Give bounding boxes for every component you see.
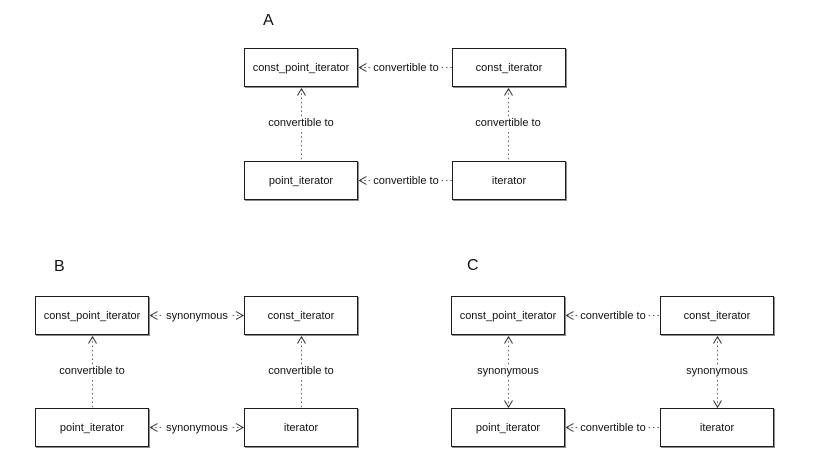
- arrowhead-up-icon: [713, 335, 722, 344]
- connector-b-bottom-label: synonymous: [163, 422, 231, 434]
- arrowhead-down-icon: [504, 400, 513, 409]
- connector-b-left-label: convertible to: [56, 365, 128, 377]
- node-label: const_point_iterator: [43, 309, 141, 322]
- connector-b-top-label: synonymous: [163, 310, 231, 322]
- arrowhead-up-icon: [88, 335, 97, 344]
- arrowhead-up-icon: [297, 335, 306, 344]
- diagram-b-title: B: [54, 258, 65, 275]
- node-label: point_iterator: [475, 421, 541, 434]
- node-iterator: iterator: [660, 408, 774, 447]
- arrowhead-left-icon: [149, 423, 158, 432]
- node-const-point-iterator: const_point_iterator: [244, 48, 358, 87]
- connector-c-left-label: synonymous: [474, 365, 542, 377]
- node-label: iterator: [699, 421, 735, 434]
- node-const-point-iterator: const_point_iterator: [451, 296, 565, 335]
- diagram-a-title: A: [263, 12, 274, 29]
- node-point-iterator: point_iterator: [451, 408, 565, 447]
- node-iterator: iterator: [452, 161, 566, 200]
- arrowhead-down-icon: [713, 400, 722, 409]
- connector-a-top-label: convertible to: [370, 62, 442, 74]
- node-iterator: iterator: [244, 408, 358, 447]
- arrowhead-left-icon: [565, 311, 574, 320]
- connector-a-left-label: convertible to: [265, 117, 337, 129]
- arrowhead-right-icon: [235, 311, 245, 320]
- node-point-iterator: point_iterator: [244, 161, 358, 200]
- node-label: const_iterator: [683, 309, 751, 322]
- arrowhead-right-icon: [235, 423, 245, 432]
- arrowhead-left-icon: [565, 423, 574, 432]
- arrowhead-up-icon: [504, 87, 513, 96]
- node-label: point_iterator: [59, 421, 125, 434]
- diagram-b-arrowheads: [88, 311, 306, 432]
- node-label: iterator: [491, 174, 527, 187]
- arrowhead-up-icon: [504, 335, 513, 344]
- diagram-c-arrowheads: [504, 311, 722, 432]
- node-const-iterator: const_iterator: [452, 48, 566, 87]
- diagram-c-title: C: [467, 257, 479, 274]
- connector-c-bottom-label: convertible to: [577, 422, 649, 434]
- node-const-point-iterator: const_point_iterator: [35, 296, 149, 335]
- connector-c-right-label: synonymous: [683, 365, 751, 377]
- connector-a-bottom-label: convertible to: [370, 175, 442, 187]
- arrowhead-up-icon: [297, 87, 306, 96]
- node-label: const_iterator: [267, 309, 335, 322]
- node-label: const_iterator: [475, 61, 543, 74]
- node-point-iterator: point_iterator: [35, 408, 149, 447]
- diagram-a-arrowheads: [297, 63, 513, 185]
- arrowhead-left-icon: [149, 311, 158, 320]
- connector-c-top-label: convertible to: [577, 310, 649, 322]
- arrowhead-left-icon: [358, 63, 367, 72]
- node-const-iterator: const_iterator: [660, 296, 774, 335]
- node-const-iterator: const_iterator: [244, 296, 358, 335]
- arrowhead-left-icon: [358, 176, 367, 185]
- node-label: iterator: [283, 421, 319, 434]
- node-label: const_point_iterator: [459, 309, 557, 322]
- connector-b-right-label: convertible to: [265, 365, 337, 377]
- connector-a-right-label: convertible to: [472, 117, 544, 129]
- node-label: point_iterator: [268, 174, 334, 187]
- node-label: const_point_iterator: [252, 61, 350, 74]
